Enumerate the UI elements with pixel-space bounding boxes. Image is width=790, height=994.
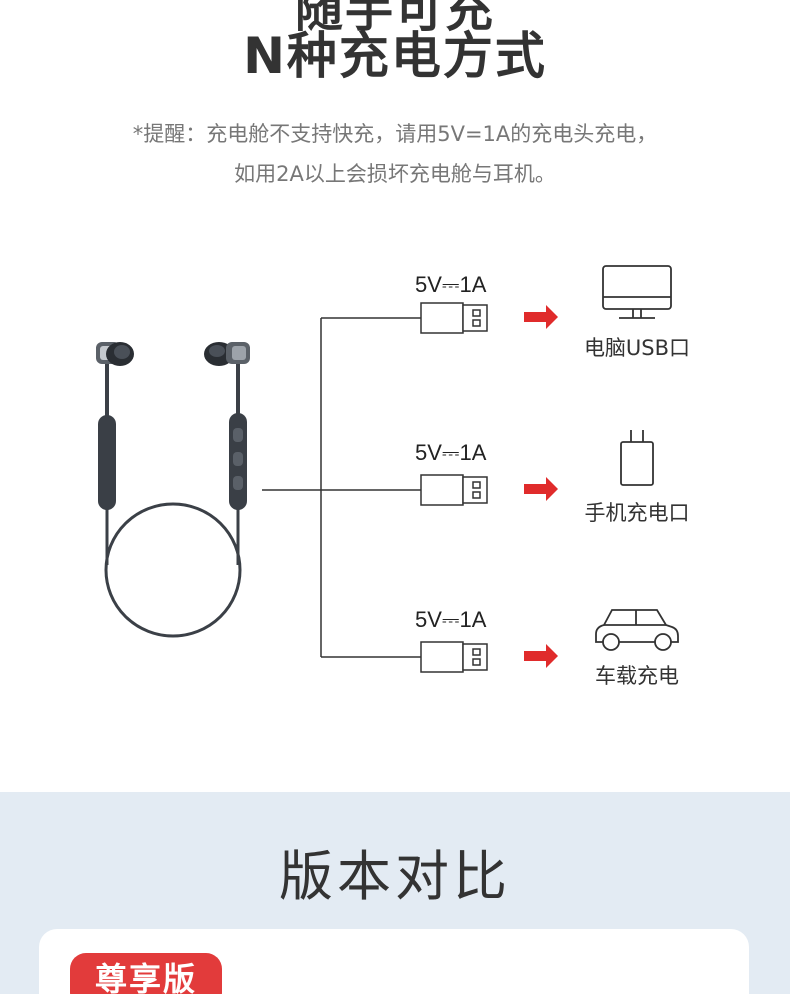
monitor-icon (602, 265, 672, 319)
charging-notice-line1: *提醒：充电舱不支持快充，请用5V=1A的充电头充电， (132, 122, 658, 146)
phone-charger-icon (620, 430, 654, 486)
version-card: 尊享版 (39, 929, 749, 994)
version-badge: 尊享版 (70, 953, 222, 994)
usb-plug-3 (420, 641, 488, 673)
device-label-computer-usb: 电脑USB口 (583, 336, 691, 360)
arrow-icon (524, 305, 558, 329)
diagram-graphics (96, 265, 679, 673)
arrow-icon (524, 644, 558, 668)
car-icon (595, 609, 679, 651)
arrow-icon (524, 477, 558, 501)
section-title: N种充电方式 (243, 27, 547, 85)
charging-diagram: 5V⎓1A 5V⎓1A 5V⎓1A 电脑USB口 手机充电口 车载充电 (0, 240, 790, 720)
device-label-car-charger: 车载充电 (595, 664, 679, 688)
charging-notice-line2: 如用2A以上会损坏充电舱与耳机。 (234, 162, 556, 186)
section-title-partial: 随手可充 (294, 0, 495, 38)
compare-title: 版本对比 (279, 845, 511, 908)
voltage-label: 5V⎓1A (415, 607, 487, 632)
usb-plug-2 (420, 474, 488, 506)
device-label-phone-charger: 手机充电口 (584, 501, 690, 525)
voltage-label: 5V⎓1A (415, 440, 487, 465)
voltage-label: 5V⎓1A (415, 272, 487, 297)
connector-lines (262, 317, 421, 658)
usb-plug-1 (420, 302, 488, 334)
version-compare-section: 版本对比 尊享版 (0, 792, 790, 994)
charging-section: 随手可充 N种充电方式 *提醒：充电舱不支持快充，请用5V=1A的充电头充电， … (0, 0, 790, 720)
neckband-earphones-image (96, 342, 250, 638)
